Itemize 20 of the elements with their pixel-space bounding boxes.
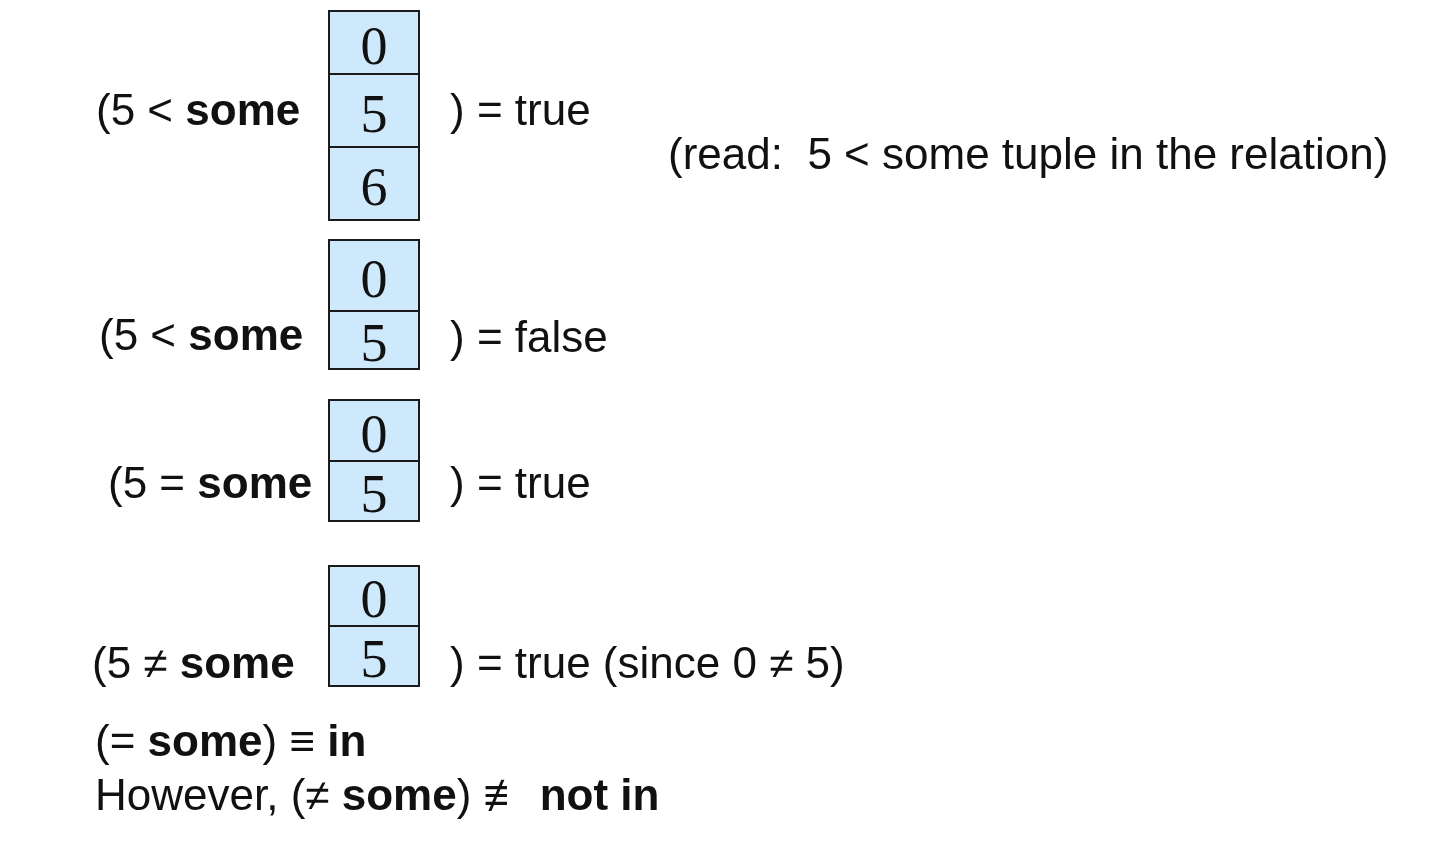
relation-cell: 0 — [328, 399, 420, 462]
formula-text: ) = true — [450, 457, 591, 509]
note-text: (read: 5 < some tuple in the relation) — [668, 128, 1389, 180]
relation-cell: 0 — [328, 10, 420, 75]
relation-cell: 5 — [328, 460, 420, 522]
formula-text: (5 < some — [96, 84, 301, 136]
formula-text: (5 ≠ some — [92, 637, 295, 689]
relation-cell: 0 — [328, 239, 420, 312]
relation-cell: 0 — [328, 565, 420, 627]
formula-text: ) = true (since 0 ≠ 5) — [450, 637, 845, 689]
relation-cell: 5 — [328, 73, 420, 148]
relation-cell: 5 — [328, 625, 420, 687]
rule-text: However, (≠ some) ≢ not in — [95, 769, 660, 821]
formula-text: ) = true — [450, 84, 591, 136]
formula-text: (5 = some — [108, 457, 313, 509]
formula-text: (5 < some — [99, 309, 304, 361]
rule-text: (= some) ≡ in — [95, 715, 367, 767]
relation-cell: 6 — [328, 146, 420, 221]
formula-text: ) = false — [450, 311, 608, 363]
relation-cell: 5 — [328, 310, 420, 370]
